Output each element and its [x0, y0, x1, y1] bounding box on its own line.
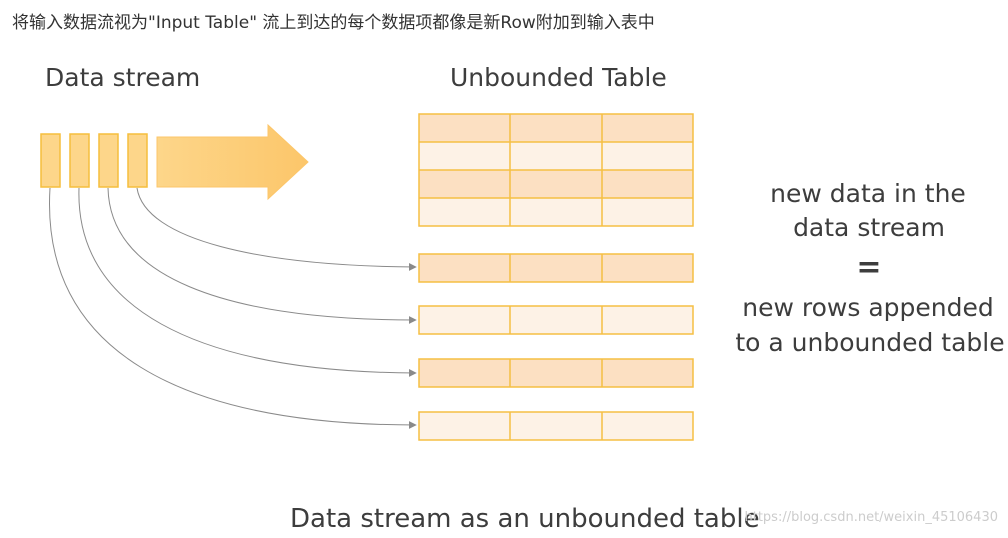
- unbounded-table-label: Unbounded Table: [450, 63, 667, 92]
- watermark: https://blog.csdn.net/weixin_45106430: [744, 510, 998, 525]
- stream-block: [98, 133, 119, 188]
- table-row: [419, 114, 693, 142]
- table-row: [419, 198, 693, 226]
- connector-arrow: [49, 187, 417, 429]
- appended-row: [418, 305, 694, 335]
- appended-row: [418, 253, 694, 283]
- stream-block: [127, 133, 148, 188]
- equation-line-1: new data in the: [770, 179, 966, 208]
- unbounded-table: [418, 113, 694, 227]
- connector-arrow: [78, 187, 417, 377]
- table-row: [419, 142, 693, 170]
- bottom-caption: Data stream as an unbounded table: [290, 504, 760, 534]
- connectors: [49, 187, 417, 429]
- connector-arrow: [107, 187, 417, 324]
- connector-arrow: [136, 187, 417, 271]
- appended-row: [418, 411, 694, 441]
- stream-block: [40, 133, 61, 188]
- equation-text: new data in the data stream = new rows a…: [735, 179, 1004, 357]
- data-stream-label: Data stream: [45, 63, 200, 92]
- stream-direction-arrow: [156, 123, 309, 201]
- stream-blocks: [40, 133, 148, 188]
- page-caption: 将输入数据流视为"Input Table" 流上到达的每个数据项都像是新Row附…: [12, 13, 655, 33]
- equation-line-4: to a unbounded table: [735, 328, 1004, 357]
- equals-sign: =: [856, 250, 881, 285]
- table-row: [419, 170, 693, 198]
- equation-line-2: data stream: [793, 213, 945, 242]
- appended-row: [418, 358, 694, 388]
- equation-line-3: new rows appended: [742, 293, 993, 322]
- stream-block: [69, 133, 90, 188]
